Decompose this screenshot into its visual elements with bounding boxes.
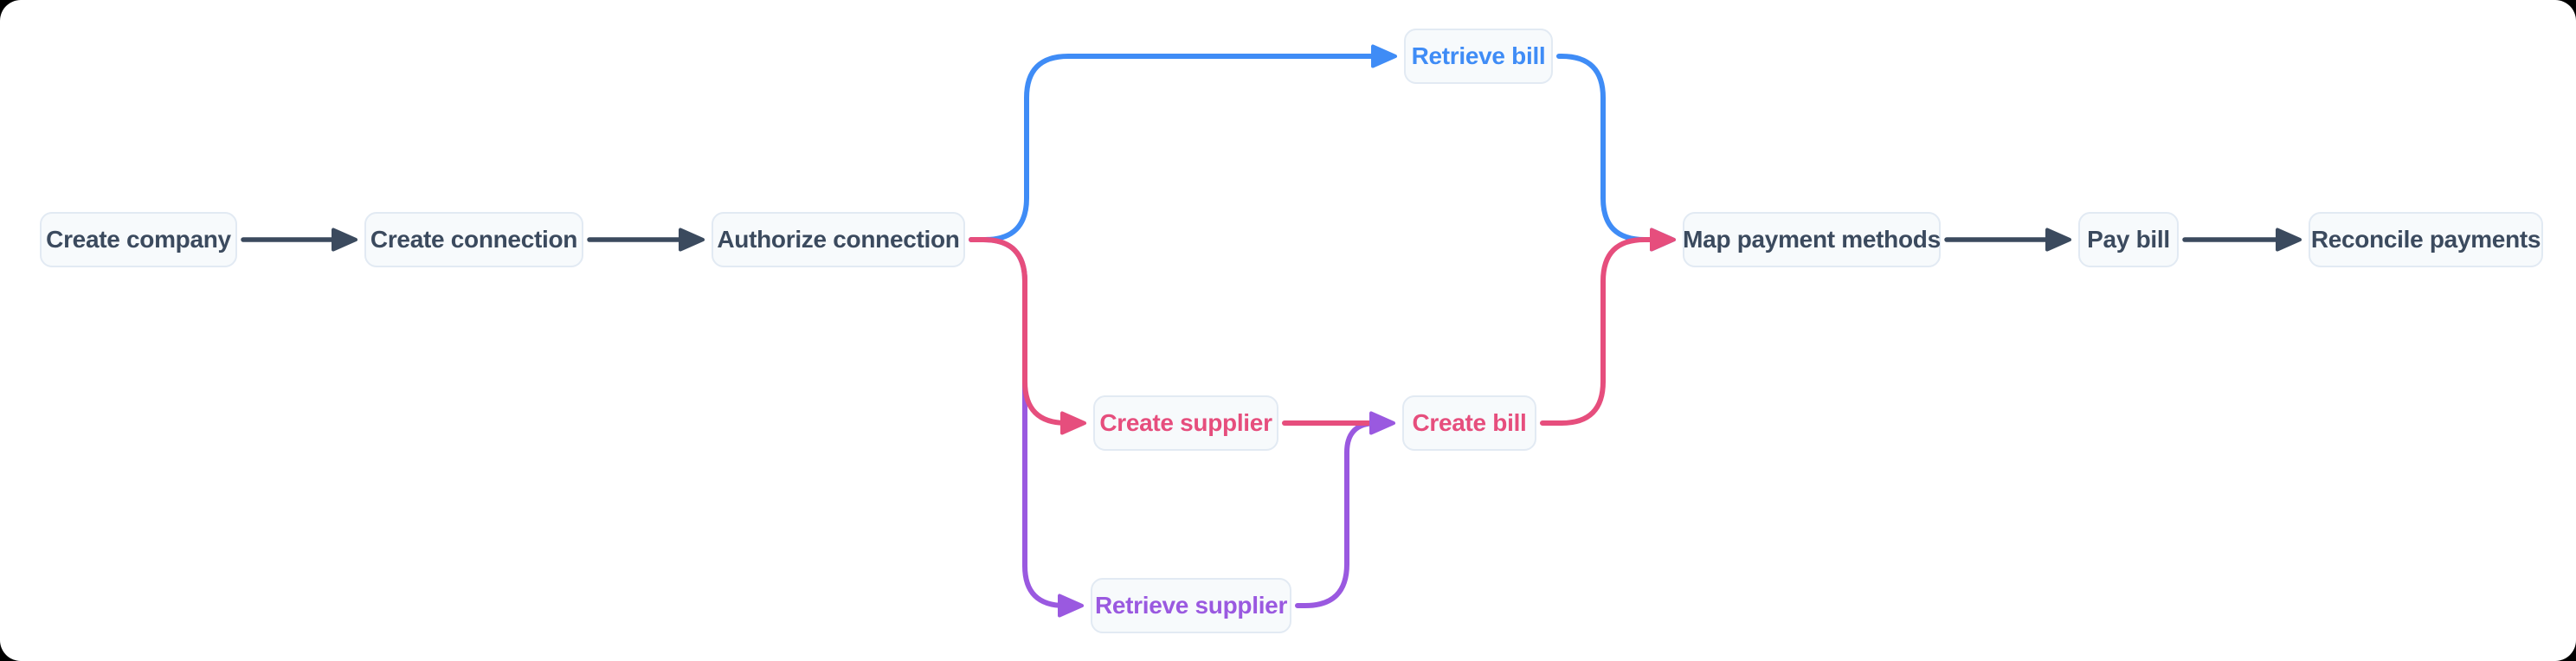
arrowhead-create-connection-to-authorize-connection (679, 228, 705, 252)
node-label: Create supplier (1099, 409, 1272, 436)
node-label: Create company (46, 226, 231, 253)
node-label: Create connection (370, 226, 578, 253)
node-create-bill[interactable]: Create bill (1402, 395, 1536, 451)
edge-create-bill-to-map-payment-methods (1540, 237, 1661, 426)
node-pay-bill[interactable]: Pay bill (2078, 212, 2179, 267)
node-label: Create bill (1412, 409, 1527, 436)
node-map-payment-methods[interactable]: Map payment methods (1683, 212, 1941, 267)
arrowhead-authorize-connection-to-retrieve-supplier (1058, 594, 1084, 618)
node-authorize-connection[interactable]: Authorize connection (712, 212, 965, 267)
arrowhead-pay-bill-to-reconcile-payments (2276, 228, 2302, 252)
node-label: Reconcile payments (2310, 226, 2541, 253)
node-create-company[interactable]: Create company (40, 212, 237, 267)
edge-retrieve-bill-to-map-payment-methods (1556, 54, 1661, 242)
edge-authorize-connection-to-retrieve-bill (969, 54, 1382, 242)
edge-retrieve-supplier-to-create-bill (1295, 420, 1381, 608)
edge-authorize-connection-to-create-supplier (969, 237, 1072, 426)
arrowhead-create-bill-to-map-payment-methods (1650, 228, 1676, 252)
node-reconcile-payments[interactable]: Reconcile payments (2309, 212, 2543, 267)
node-label: Retrieve bill (1411, 42, 1546, 69)
arrowhead-authorize-connection-to-create-supplier (1060, 411, 1086, 435)
node-retrieve-supplier[interactable]: Retrieve supplier (1091, 578, 1291, 633)
node-create-connection[interactable]: Create connection (364, 212, 583, 267)
node-label: Authorize connection (717, 226, 960, 253)
arrowhead-authorize-connection-to-retrieve-bill (1371, 44, 1397, 68)
node-create-supplier[interactable]: Create supplier (1093, 395, 1278, 451)
node-label: Map payment methods (1683, 226, 1941, 253)
arrowhead-map-payment-methods-to-pay-bill (2045, 228, 2071, 252)
arrowhead-create-company-to-create-connection (332, 228, 357, 252)
node-label: Pay bill (2087, 226, 2170, 253)
node-label: Retrieve supplier (1094, 592, 1288, 619)
node-retrieve-bill[interactable]: Retrieve bill (1404, 29, 1553, 84)
arrowhead-retrieve-supplier-to-create-bill (1369, 411, 1395, 435)
